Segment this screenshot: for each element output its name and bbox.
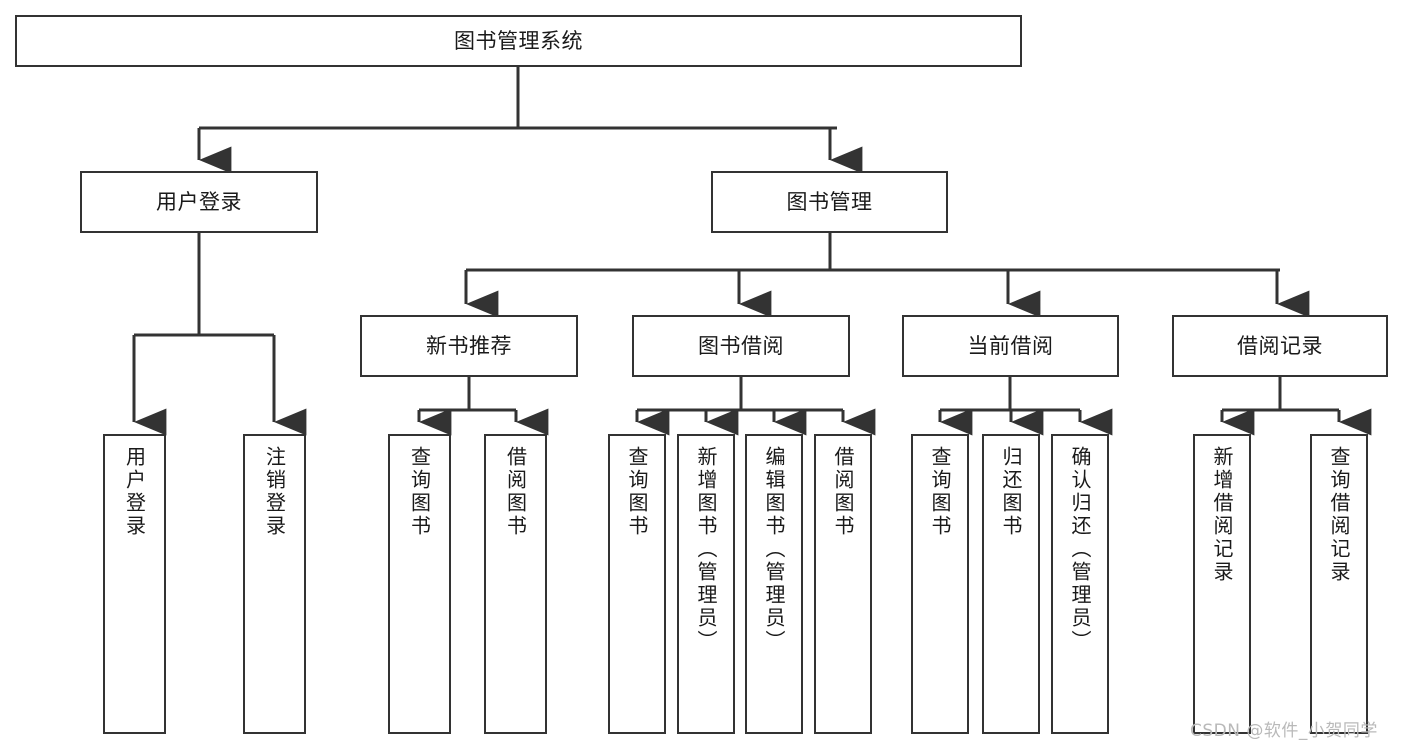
node-leaf-add-book-admin[interactable]: 新增图书（管理员） bbox=[677, 434, 735, 734]
node-leaf-query-borrow-record[interactable]: 查询借阅记录 bbox=[1310, 434, 1368, 734]
node-leaf-query-book-cur[interactable]: 查询图书 bbox=[911, 434, 969, 734]
node-leaf-borrow-book-rec[interactable]: 借阅图书 bbox=[484, 434, 547, 734]
node-book-borrow[interactable]: 图书借阅 bbox=[632, 315, 850, 377]
node-leaf-add-borrow-record-label: 新增借阅记录 bbox=[1210, 446, 1234, 584]
node-leaf-add-book-admin-label: 新增图书（管理员） bbox=[694, 446, 718, 653]
root-to-level2 bbox=[197, 67, 863, 174]
node-book-borrow-label: 图书借阅 bbox=[698, 333, 784, 358]
node-leaf-query-book-rec[interactable]: 查询图书 bbox=[388, 434, 451, 734]
csdn-watermark: CSDN @软件_小贺同学 bbox=[1190, 721, 1378, 741]
node-leaf-logout-login[interactable]: 注销登录 bbox=[243, 434, 306, 734]
node-leaf-query-book-borrow-label: 查询图书 bbox=[625, 446, 649, 538]
node-leaf-borrow-book-label: 借阅图书 bbox=[831, 446, 855, 538]
node-user-login[interactable]: 用户登录 bbox=[80, 171, 318, 233]
borrow-records-to-leaves bbox=[1220, 377, 1372, 436]
user-login-to-leaves bbox=[132, 233, 307, 436]
node-root-label: 图书管理系统 bbox=[454, 28, 583, 53]
node-book-management-label: 图书管理 bbox=[786, 189, 873, 214]
node-leaf-return-book[interactable]: 归还图书 bbox=[982, 434, 1040, 734]
node-leaf-user-login[interactable]: 用户登录 bbox=[103, 434, 166, 734]
node-book-management[interactable]: 图书管理 bbox=[711, 171, 948, 233]
node-leaf-query-book-borrow[interactable]: 查询图书 bbox=[608, 434, 666, 734]
node-borrow-records[interactable]: 借阅记录 bbox=[1172, 315, 1388, 377]
node-leaf-query-borrow-record-label: 查询借阅记录 bbox=[1327, 446, 1351, 584]
node-leaf-confirm-return-admin[interactable]: 确认归还（管理员） bbox=[1051, 434, 1109, 734]
node-user-login-label: 用户登录 bbox=[156, 189, 242, 214]
new-book-recommend-to-leaves bbox=[417, 377, 549, 436]
node-leaf-edit-book-admin-label: 编辑图书（管理员） bbox=[762, 446, 786, 653]
node-new-book-recommend[interactable]: 新书推荐 bbox=[360, 315, 578, 377]
node-leaf-logout-login-label: 注销登录 bbox=[262, 446, 287, 538]
node-leaf-borrow-book[interactable]: 借阅图书 bbox=[814, 434, 872, 734]
node-new-book-recommend-label: 新书推荐 bbox=[426, 333, 512, 358]
node-leaf-query-book-cur-label: 查询图书 bbox=[928, 446, 952, 538]
node-leaf-user-login-label: 用户登录 bbox=[122, 446, 147, 538]
node-leaf-add-borrow-record[interactable]: 新增借阅记录 bbox=[1193, 434, 1251, 734]
node-current-borrow-label: 当前借阅 bbox=[967, 333, 1054, 358]
node-leaf-query-book-rec-label: 查询图书 bbox=[407, 446, 432, 538]
current-borrow-to-leaves bbox=[938, 377, 1113, 436]
book-borrow-to-leaves bbox=[635, 377, 876, 436]
book-management-to-level3 bbox=[464, 233, 1310, 318]
node-leaf-borrow-book-rec-label: 借阅图书 bbox=[503, 446, 528, 538]
node-leaf-confirm-return-admin-label: 确认归还（管理员） bbox=[1068, 446, 1092, 653]
node-current-borrow[interactable]: 当前借阅 bbox=[902, 315, 1119, 377]
node-leaf-edit-book-admin[interactable]: 编辑图书（管理员） bbox=[745, 434, 803, 734]
node-borrow-records-label: 借阅记录 bbox=[1237, 333, 1323, 358]
node-leaf-return-book-label: 归还图书 bbox=[999, 446, 1023, 538]
node-root[interactable]: 图书管理系统 bbox=[15, 15, 1022, 67]
